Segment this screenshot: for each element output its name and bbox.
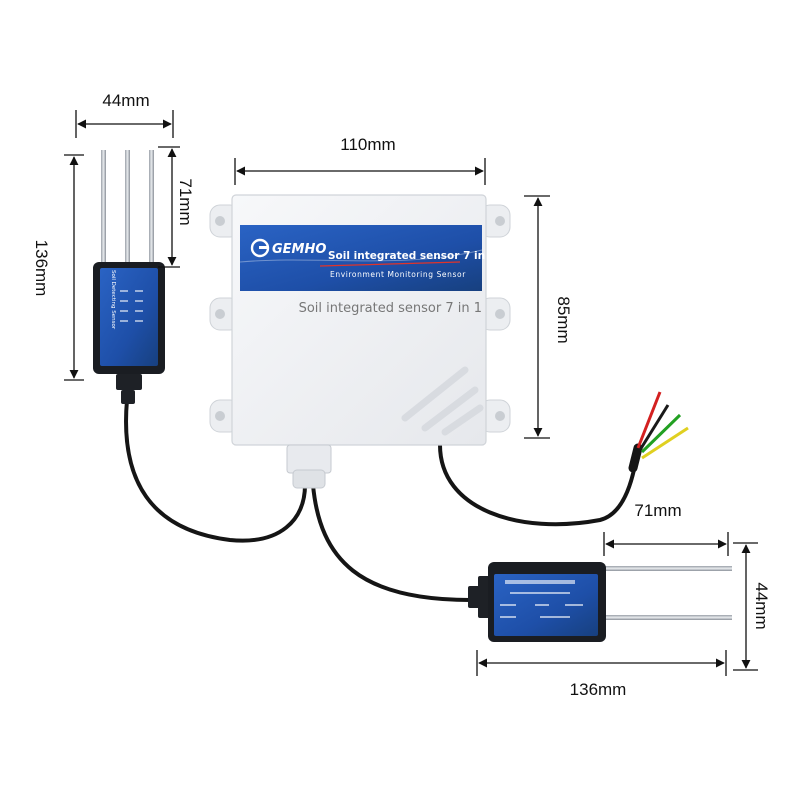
dim-probe-top-width: 44mm — [102, 91, 149, 110]
box-body-text: Soil integrated sensor 7 in 1 — [299, 301, 482, 316]
label-title: Soil integrated sensor 7 in 1 — [328, 250, 496, 262]
brand-label — [239, 225, 483, 291]
dim-probe-bottom-pins: 71mm — [634, 501, 681, 520]
dim-box-width: 110mm — [340, 135, 395, 154]
dim-probe-top-height: 136mm — [32, 240, 51, 297]
dim-probe-bottom-length: 136mm — [570, 680, 627, 699]
label-subtitle: Environment Monitoring Sensor — [330, 270, 466, 279]
cables — [124, 399, 637, 602]
dim-box-height: 85mm — [554, 296, 573, 343]
vertical-probe — [93, 150, 165, 404]
vertical-probe-label: Soil Detecting Sensor — [110, 270, 116, 330]
brand-name: GEMHO — [272, 242, 326, 257]
horizontal-probe — [468, 562, 732, 642]
dim-probe-top-pins: 71mm — [176, 178, 195, 225]
dimension-lines — [64, 110, 758, 676]
gemho-logo-icon — [250, 238, 270, 258]
wire-ends — [628, 391, 689, 473]
dim-probe-bottom-width: 44mm — [752, 582, 771, 629]
